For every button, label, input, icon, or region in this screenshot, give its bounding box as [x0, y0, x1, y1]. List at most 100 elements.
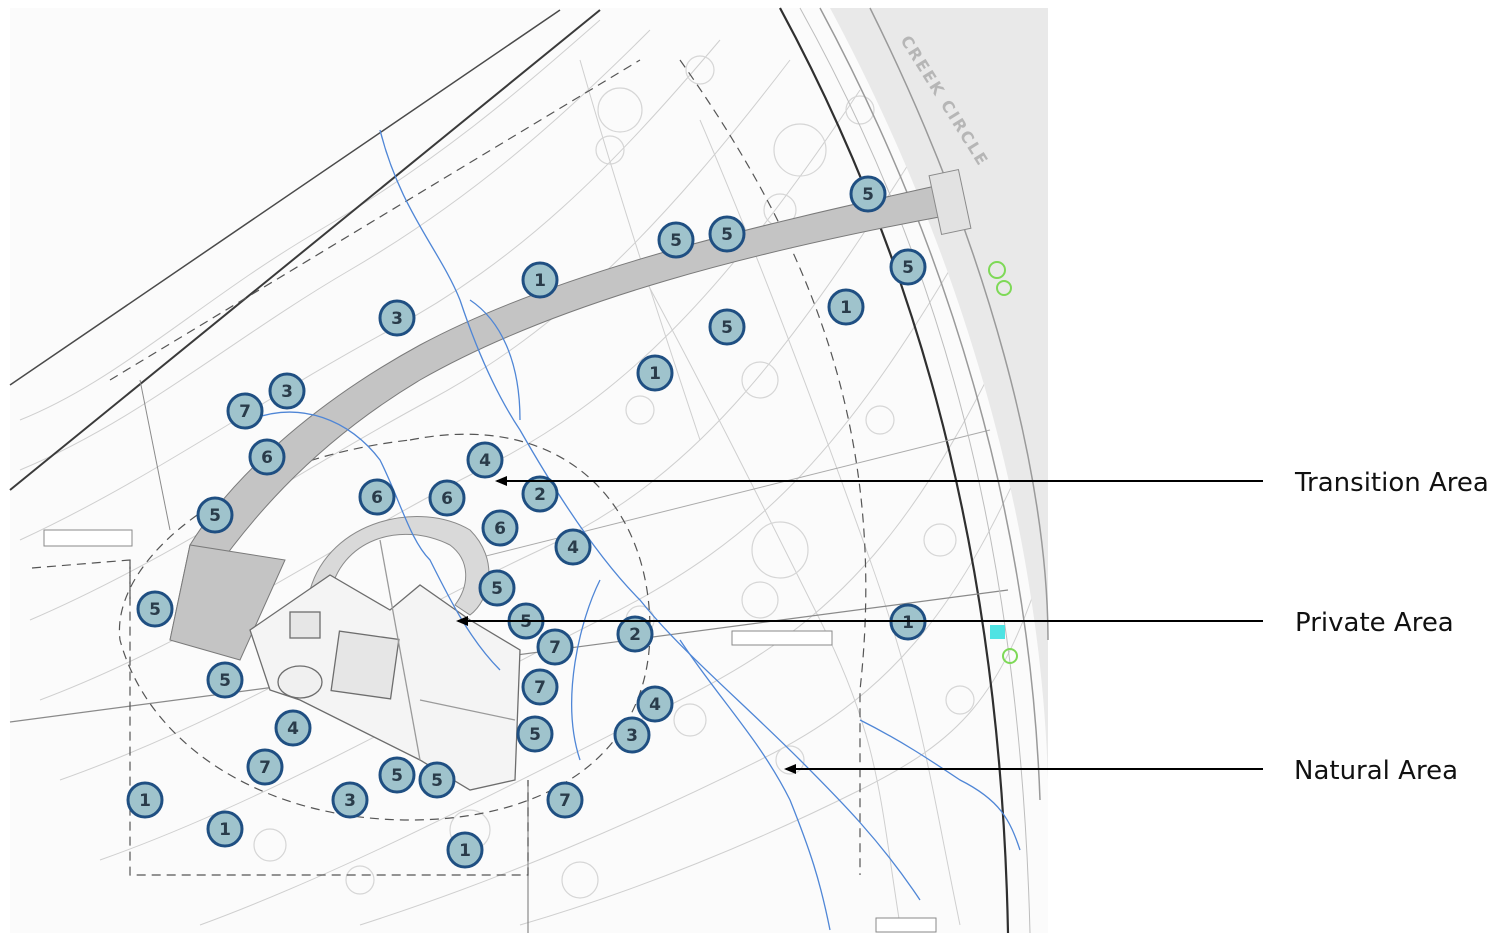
- plant-marker-circle: [428, 479, 466, 517]
- plant-marker: 4: [466, 441, 504, 479]
- plant-marker-circle: [268, 372, 306, 410]
- plant-marker: 7: [226, 392, 264, 430]
- plant-marker-number: 6: [371, 488, 383, 508]
- plant-marker-circle: [616, 615, 654, 653]
- plant-marker: 5: [196, 496, 234, 534]
- plant-marker-number: 6: [441, 489, 453, 509]
- plant-marker: 7: [536, 628, 574, 666]
- plant-marker-circle: [708, 308, 746, 346]
- plant-marker-circle: [554, 528, 592, 566]
- house-footprint: [249, 539, 521, 791]
- plant-marker-circle: [378, 299, 416, 337]
- plant-marker: 6: [481, 509, 519, 547]
- plant-marker: 5: [708, 215, 746, 253]
- utility-symbols: [988, 261, 1018, 664]
- plant-marker-number: 5: [902, 258, 914, 278]
- plant-marker: 3: [331, 781, 369, 819]
- plant-marker-number: 2: [534, 485, 546, 505]
- plant-marker: 5: [516, 715, 554, 753]
- plant-marker-circle: [226, 392, 264, 430]
- plant-marker-circle: [274, 709, 312, 747]
- plant-marker-circle: [418, 761, 456, 799]
- plant-marker-circle: [331, 781, 369, 819]
- plant-marker-number: 6: [261, 448, 273, 468]
- plan-sheet: [10, 8, 1048, 933]
- plant-marker-circle: [206, 810, 244, 848]
- plant-marker-number: 5: [391, 766, 403, 786]
- plant-marker-circle: [889, 248, 927, 286]
- plant-marker: 3: [378, 299, 416, 337]
- plant-marker-circle: [136, 590, 174, 628]
- plant-marker-circle: [827, 288, 865, 326]
- plant-marker-circle: [358, 478, 396, 516]
- plant-marker: 4: [554, 528, 592, 566]
- natural-area-label: Natural Area: [1294, 756, 1458, 786]
- plant-marker-number: 1: [219, 820, 231, 840]
- plant-marker-circle: [536, 628, 574, 666]
- plant-marker-circle: [521, 475, 559, 513]
- plant-marker-circle: [446, 831, 484, 869]
- plant-marker-number: 1: [459, 841, 471, 861]
- plant-marker-circle: [636, 685, 674, 723]
- plant-marker-number: 4: [479, 451, 491, 471]
- plan-annotation-boxes: [43, 529, 937, 933]
- plant-marker-number: 5: [862, 185, 874, 205]
- plant-marker: 5: [849, 175, 887, 213]
- plant-marker-number: 4: [567, 538, 579, 558]
- plant-marker: 4: [636, 685, 674, 723]
- plant-marker-number: 7: [259, 758, 271, 778]
- plant-marker-number: 7: [534, 678, 546, 698]
- plant-marker-number: 4: [649, 695, 661, 715]
- plant-marker: 2: [521, 475, 559, 513]
- plant-marker-circle: [206, 661, 244, 699]
- plant-marker: 7: [546, 781, 584, 819]
- plant-marker: 1: [636, 354, 674, 392]
- plant-marker: 5: [708, 308, 746, 346]
- plant-marker: 5: [889, 248, 927, 286]
- plant-marker-number: 1: [649, 364, 661, 384]
- plant-marker: 6: [248, 438, 286, 476]
- plant-marker-number: 4: [287, 719, 299, 739]
- plant-marker-circle: [657, 221, 695, 259]
- plant-marker-circle: [516, 715, 554, 753]
- motor-court: [309, 516, 490, 616]
- plant-marker-circle: [636, 354, 674, 392]
- plant-marker: 4: [274, 709, 312, 747]
- transition-area-label: Transition Area: [1294, 468, 1489, 498]
- plant-marker-number: 1: [840, 298, 852, 318]
- plant-marker-number: 3: [391, 309, 403, 329]
- plant-marker: 7: [246, 748, 284, 786]
- plant-marker: 5: [657, 221, 695, 259]
- plant-marker-number: 2: [629, 625, 641, 645]
- callout-arrows: [456, 476, 1263, 774]
- private-area-label: Private Area: [1295, 608, 1454, 638]
- plant-marker-number: 5: [491, 579, 503, 599]
- plant-marker-number: 1: [902, 613, 914, 633]
- plant-markers: 555511351376466256455572157445375513711: [126, 175, 927, 869]
- plant-marker-circle: [613, 716, 651, 754]
- plant-marker-number: 5: [721, 225, 733, 245]
- plant-marker-number: 7: [549, 638, 561, 658]
- driveway: [169, 168, 972, 661]
- plant-marker-circle: [521, 668, 559, 706]
- plant-marker-circle: [248, 438, 286, 476]
- plant-marker: 5: [136, 590, 174, 628]
- plant-marker-number: 5: [219, 671, 231, 691]
- plant-marker-number: 5: [431, 771, 443, 791]
- plant-marker: 6: [358, 478, 396, 516]
- plant-marker: 3: [268, 372, 306, 410]
- plant-marker-number: 5: [529, 725, 541, 745]
- plant-marker-number: 3: [281, 382, 293, 402]
- plant-marker: 7: [521, 668, 559, 706]
- plant-marker-number: 5: [670, 231, 682, 251]
- plant-marker: 5: [418, 761, 456, 799]
- plant-marker-number: 6: [494, 519, 506, 539]
- plant-marker-number: 3: [344, 791, 356, 811]
- plant-marker: 5: [478, 569, 516, 607]
- plant-marker: 5: [378, 756, 416, 794]
- plant-marker: 3: [613, 716, 651, 754]
- plant-marker-circle: [849, 175, 887, 213]
- plant-marker: 1: [206, 810, 244, 848]
- plant-marker: 1: [521, 261, 559, 299]
